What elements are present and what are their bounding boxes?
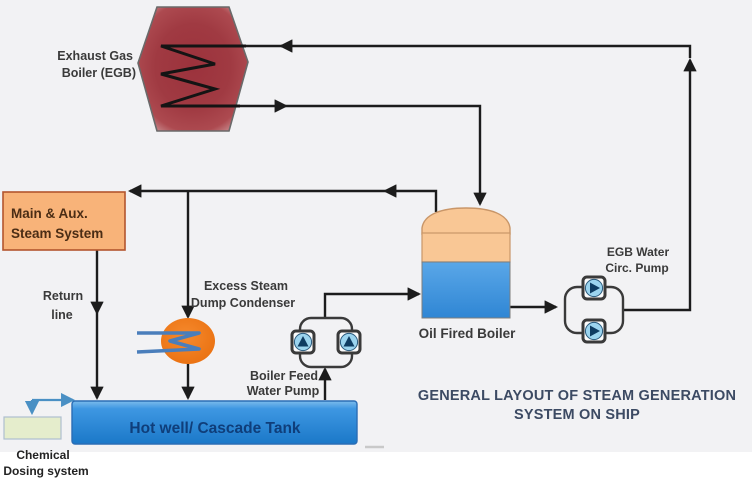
exhaust-gas-boiler [137,6,249,132]
labels: Exhaust Gas Boiler (EGB) Return line Exc… [43,49,670,398]
hotwell-cascade-tank: Hot well/ Cascade Tank [71,400,358,445]
boiler-water-space [421,261,511,319]
bottom-margin [0,452,752,488]
egb-label-line2: Boiler (EGB) [62,66,136,80]
pipe-top-to-egb [278,39,692,58]
chemical-dosing-system: Chemical Dosing system [3,416,89,478]
pump-icon [336,329,362,355]
egb-label-line1: Exhaust Gas [57,49,133,63]
return-line-label-line2: line [51,308,73,322]
title-line1: GENERAL LAYOUT OF STEAM GENERATION [418,388,736,404]
main-aux-steam-system: Main & Aux. Steam System [2,191,126,251]
tank-body [71,400,358,445]
feed-pump-label-line1: Boiler Feed [250,369,318,383]
heating-coil-icon [160,44,246,108]
dump-condenser [136,318,215,364]
main-aux-label-line2: Steam System [11,226,103,241]
pipe-egb-to-boiler [286,104,487,207]
main-aux-box [2,191,126,251]
chemical-label-line1: Chemical [16,448,69,462]
condenser-label-line1: Excess Steam [204,279,288,293]
main-aux-label-line1: Main & Aux. [11,206,88,221]
boiler-dome [421,207,511,235]
chemical-label-line2: Dosing system [3,464,88,478]
oil-fired-boiler [421,207,511,319]
boiler-feed-pump-set [290,316,362,369]
boiler-steam-space [421,232,511,263]
pipe-feedpump-to-boiler [323,287,422,318]
pump-icon [290,329,316,355]
return-line-label-line1: Return [43,289,83,303]
tank-label: Hot well/ Cascade Tank [129,420,301,437]
condenser-body [161,318,215,364]
pipe-steam-main-1 [382,184,438,212]
egb-circ-pump-set [563,275,625,344]
circ-pump-label-line1: EGB Water [607,245,670,259]
pump-icon [581,275,607,301]
feed-pump-label-line2: Water Pump [247,384,320,398]
chemical-dosing-box [3,416,62,440]
chemical-dosing-line [24,392,76,416]
title-line2: SYSTEM ON SHIP [514,407,640,423]
condenser-label-line2: Dump Condenser [191,296,295,310]
circ-pump-label-line2: Circ. Pump [605,261,668,275]
pipe-riser-up [623,57,697,312]
diagram-title: GENERAL LAYOUT OF STEAM GENERATION SYSTE… [418,388,736,423]
oil-boiler-label: Oil Fired Boiler [419,326,517,341]
pump-icon [581,318,607,344]
condenser-coil-icon [136,331,201,354]
